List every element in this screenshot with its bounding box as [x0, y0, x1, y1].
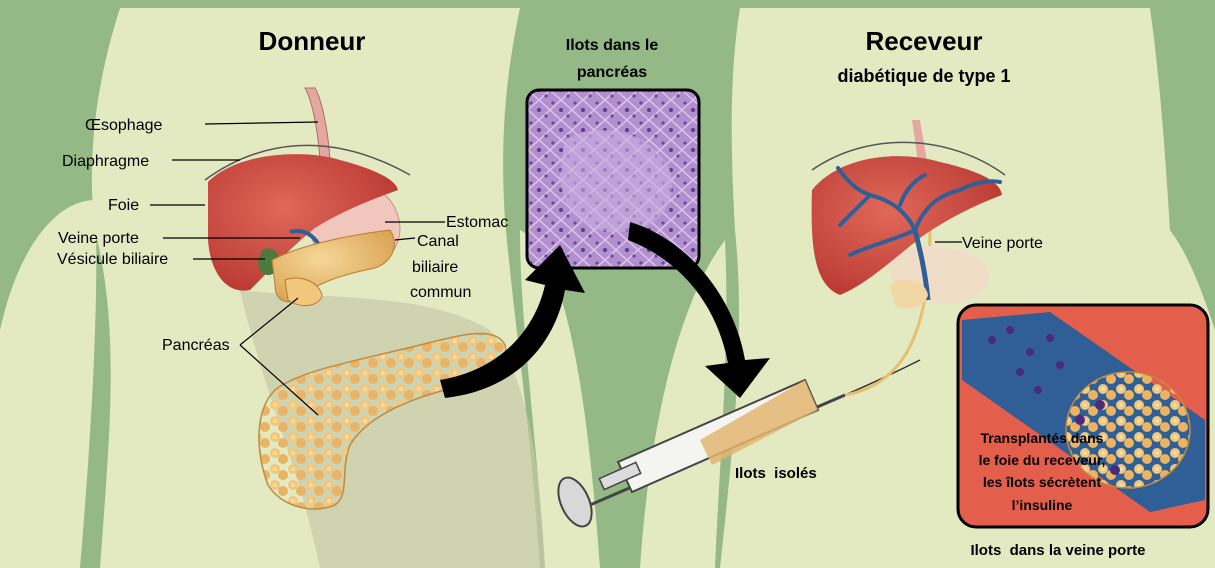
- inset-text-4: l’insuline: [1012, 497, 1073, 513]
- label-stomach: Estomac: [446, 214, 508, 231]
- label-pancreas: Pancréas: [162, 337, 230, 354]
- inset-text-3: les îlots sécrètent: [983, 474, 1102, 490]
- inset-text-1: Transplantés dans: [981, 430, 1104, 446]
- donor-title: Donneur: [259, 26, 366, 56]
- inset-text-2: le foie du receveur,: [979, 452, 1106, 468]
- label-liver: Foie: [108, 197, 139, 214]
- recipient-title: Receveur: [865, 26, 982, 56]
- inset-caption: Ilots dans la veine porte: [970, 542, 1145, 559]
- recipient-subtitle: diabétique de type 1: [837, 66, 1010, 86]
- label-esophagus: Œsophage: [85, 117, 162, 134]
- label-diaphragm: Diaphragme: [62, 153, 149, 170]
- label-gallbladder: Vésicule biliaire: [57, 251, 168, 268]
- histology-title-2: pancréas: [577, 64, 647, 81]
- label-bile-duct-1: Canal: [417, 233, 459, 250]
- label-bile-duct-3: commun: [410, 284, 471, 301]
- label-bile-duct-2: biliaire: [412, 259, 458, 276]
- inset-portal-vein: [958, 305, 1208, 527]
- label-portal-vein: Veine porte: [58, 230, 139, 247]
- syringe-label: Ilots isolés: [735, 465, 817, 482]
- histology-title-1: Ilots dans le: [566, 37, 659, 54]
- label-recipient-portal-vein: Veine porte: [962, 235, 1043, 252]
